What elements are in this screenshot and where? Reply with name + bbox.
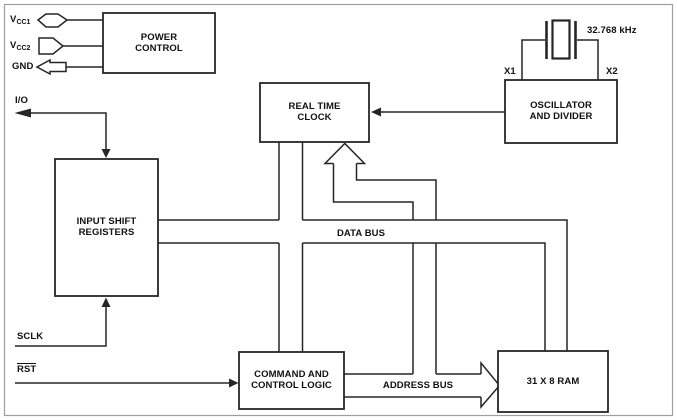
vcc1-pin-symbol <box>36 13 103 28</box>
ram-label: 31 X 8 RAM <box>526 376 580 387</box>
power-control-label: POWER CONTROL <box>135 32 183 54</box>
vcc1-pin-label: VCC1 <box>10 14 31 26</box>
command-control-logic-label: COMMAND AND CONTROL LOGIC <box>251 369 332 391</box>
real-time-clock-label: REAL TIME CLOCK <box>288 101 341 123</box>
data-bus-label: DATA BUS <box>336 228 386 239</box>
crystal-frequency-label: 32.768 kHz <box>587 25 637 36</box>
rst-wire <box>15 378 239 388</box>
io-wire <box>14 108 111 158</box>
power-control-box <box>102 12 216 74</box>
vcc2-pin-label: VCC2 <box>10 40 31 52</box>
vcc2-pin-symbol <box>38 37 103 55</box>
sclk-wire <box>15 297 111 347</box>
data-bus-to-address-bus-lines <box>412 243 437 374</box>
data-bus-to-rtc-arrow <box>323 142 437 220</box>
command-control-logic-box <box>238 351 345 410</box>
oscillator-divider-box <box>504 79 618 144</box>
rst-pin-label: RST <box>17 363 37 375</box>
real-time-clock-box <box>259 82 370 143</box>
block-rects <box>54 12 618 413</box>
crystal-symbol <box>521 19 599 80</box>
data-bus-lines <box>158 219 568 351</box>
input-shift-registers-label: INPUT SHIFT REGISTERS <box>76 216 137 238</box>
oscillator-to-rtc-wire <box>371 107 505 117</box>
io-pin-label: I/O <box>15 95 28 106</box>
address-bus-label: ADDRESS BUS <box>382 380 454 391</box>
gnd-pin-symbol <box>35 58 103 76</box>
x1-pin-label: X1 <box>504 66 516 77</box>
oscillator-divider-label: OSCILLATOR AND DIVIDER <box>529 100 593 122</box>
gnd-pin-label: GND <box>12 61 34 72</box>
frame-border <box>3 3 674 417</box>
input-shift-registers-box <box>54 158 159 297</box>
rtc-ccl-bus-lines <box>278 142 304 352</box>
ram-box <box>497 350 609 413</box>
x2-pin-label: X2 <box>606 66 618 77</box>
sclk-pin-label: SCLK <box>17 331 44 342</box>
